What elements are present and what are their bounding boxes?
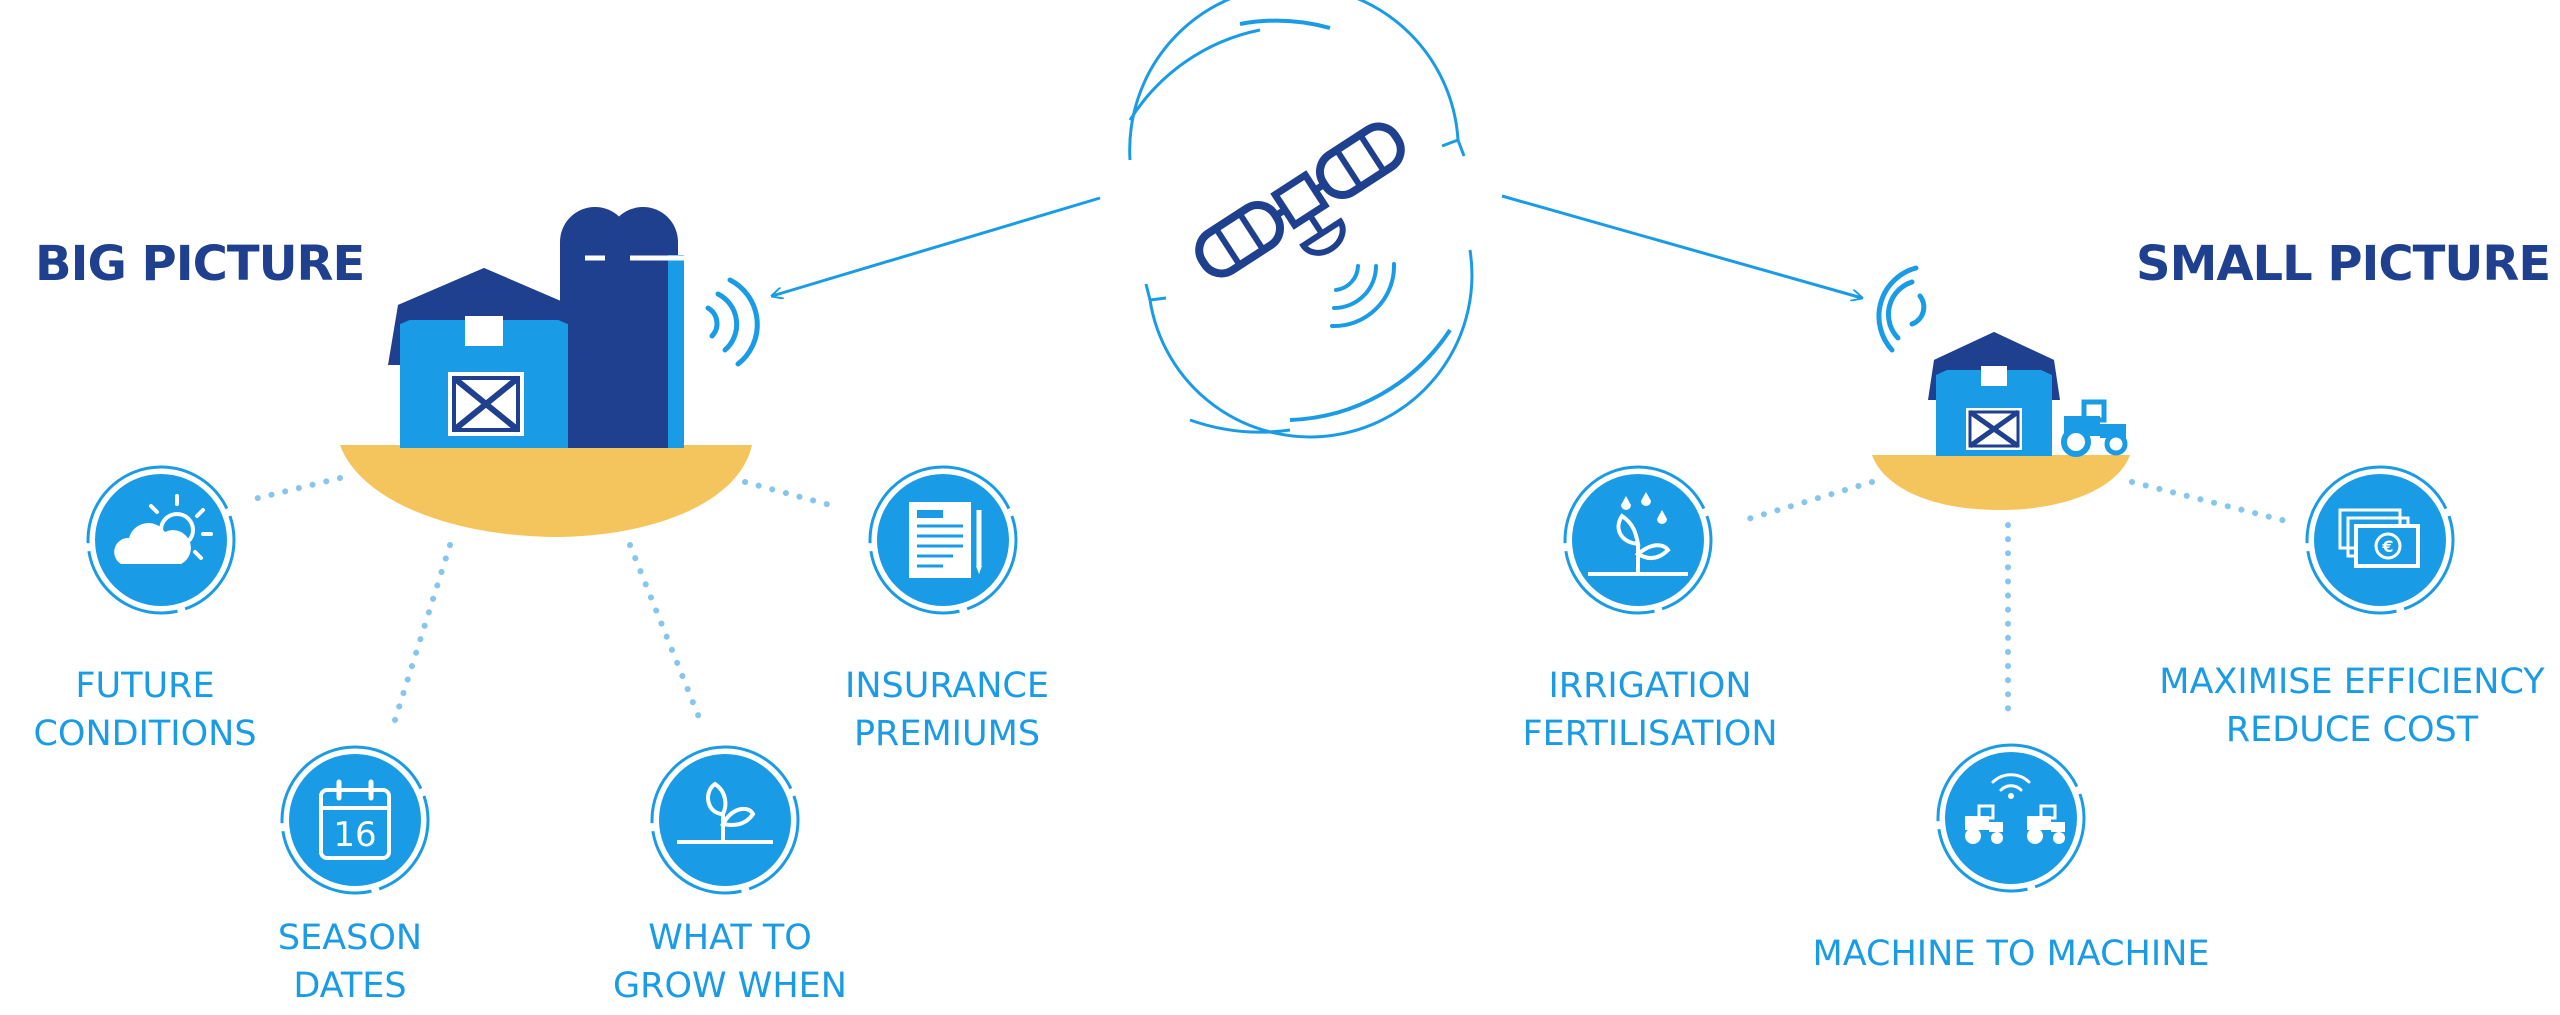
connected-tractors-icon [1936,743,2086,893]
calendar-icon: 16 [280,745,430,895]
weather-icon [86,465,236,615]
big-picture-heading: BIG PICTURE [35,236,365,292]
arrow-to-big-farm [772,196,1101,296]
satellite-icon [1195,122,1405,278]
big-farm-signal-icon [705,277,760,367]
big-farm-illustration [340,207,752,537]
sprout-icon [650,745,800,895]
satellite-signal-icon [1330,262,1397,329]
tractor-icon [2061,399,2128,457]
small-picture-heading: SMALL PICTURE [2136,236,2551,292]
document-icon [868,465,1018,615]
machine-to-machine-label: MACHINE TO MACHINE [1812,934,2210,974]
banknotes-icon: € [2305,465,2455,615]
svg-text:€: € [2381,537,2393,556]
small-farm-signal-icon [1876,265,1927,353]
arrow-to-small-farm [1501,194,1862,298]
small-farm-illustration [1872,332,2130,510]
big-picture-connectors [247,475,833,723]
calendar-day: 16 [333,815,376,855]
small-picture-connectors [1735,479,2293,723]
orbit-arrows [1128,0,1474,439]
watering-plant-icon [1563,465,1713,615]
